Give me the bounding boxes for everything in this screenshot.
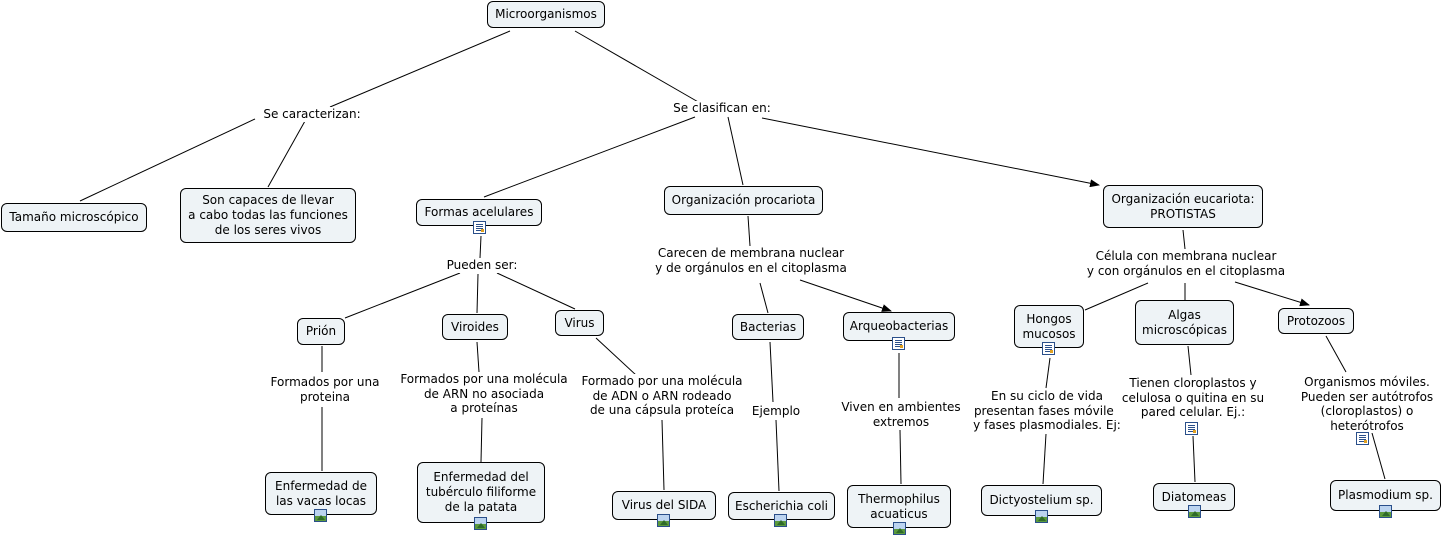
label-se-caracterizan: Se caracterizan:	[258, 107, 366, 122]
line-adn-sida	[661, 419, 665, 491]
line-hongos-ciclo	[1045, 357, 1051, 389]
line-celula-hongos	[1084, 282, 1149, 311]
line-carecen-arqueo	[799, 279, 892, 312]
hongos-document-icon[interactable]	[1042, 342, 1055, 355]
node-arqueobacterias[interactable]: Arqueobacterias	[843, 312, 955, 341]
line-protozoos-moviles	[1325, 335, 1347, 373]
label-organismos-moviles: Organismos móviles. Pueden ser autótrofo…	[1290, 375, 1444, 433]
label-viven-extremos: Viven en ambientes extremos	[834, 400, 968, 429]
node-viroides[interactable]: Viroides	[442, 314, 508, 340]
line-pueden-viroides	[476, 273, 479, 314]
line-clorop-diatomeas	[1192, 435, 1196, 483]
line-pueden-virus	[496, 272, 576, 310]
line-ejemplo-ecoli	[775, 419, 780, 492]
line-caracterizan-funciones	[267, 120, 306, 188]
label-celula-membrana: Célula con membrana nuclear y con orgánu…	[1080, 249, 1292, 278]
tuberculo-image-icon[interactable]	[474, 517, 487, 530]
line-root-clasifican	[574, 30, 701, 104]
line-caracterizan-tamano	[79, 118, 256, 202]
label-cloroplastos: Tienen cloroplastos y celulosa o quitina…	[1114, 376, 1272, 420]
vacas-locas-image-icon[interactable]	[314, 509, 327, 522]
thermophilus-image-icon[interactable]	[893, 522, 906, 535]
node-organizacion-procariota[interactable]: Organización procariota	[664, 186, 823, 215]
line-bacterias-ejemplo	[769, 341, 774, 403]
label-formados-proteina: Formados por una proteina	[262, 375, 388, 404]
cloroplastos-document-icon[interactable]	[1185, 422, 1198, 435]
dictyostelium-image-icon[interactable]	[1035, 510, 1048, 523]
node-protozoos[interactable]: Protozoos	[1278, 308, 1354, 334]
node-enfermedad-tuberculo[interactable]: Enfermedad del tubérculo filiforme de la…	[417, 462, 545, 523]
node-funciones-seres-vivos[interactable]: Son capaces de llevar a cabo todas las f…	[180, 188, 356, 243]
line-pueden-prion	[344, 272, 461, 319]
line-virus-adn	[595, 337, 637, 376]
arqueobacterias-document-icon[interactable]	[892, 337, 905, 350]
line-arn-tuberculo	[480, 417, 483, 463]
line-eucariota-celula	[1182, 229, 1186, 250]
label-pueden-ser: Pueden ser:	[440, 258, 524, 273]
line-carecen-bacterias	[759, 282, 769, 314]
label-carecen-membrana: Carecen de membrana nuclear y de orgánul…	[648, 246, 854, 275]
node-bacterias[interactable]: Bacterias	[732, 314, 804, 340]
ecoli-image-icon[interactable]	[774, 514, 787, 527]
line-clasifican-procariota	[727, 116, 744, 186]
line-moviles-plasmodium	[1371, 432, 1386, 480]
label-ejemplo: Ejemplo	[744, 404, 808, 419]
diatomeas-image-icon[interactable]	[1188, 505, 1201, 518]
node-prion[interactable]: Prión	[297, 318, 345, 345]
sida-image-icon[interactable]	[657, 514, 670, 527]
line-root-caracterizan	[329, 30, 511, 108]
line-viven-thermo	[899, 429, 902, 485]
node-microorganismos[interactable]: Microorganismos	[487, 1, 605, 28]
line-ciclo-dicty	[1042, 433, 1047, 485]
line-clasifican-eucariota	[761, 117, 1100, 188]
node-hongos-mucosos[interactable]: Hongos mucosos	[1014, 305, 1084, 348]
label-formado-adn: Formado por una molécula de ADN o ARN ro…	[574, 374, 750, 418]
acelulares-document-icon[interactable]	[473, 221, 486, 234]
line-celula-protozoos	[1234, 281, 1310, 307]
protozoos-document-icon[interactable]	[1356, 432, 1369, 445]
node-tamano-microscopico[interactable]: Tamaño microscópico	[1, 203, 147, 232]
label-ciclo-vida: En su ciclo de vida presentan fases móvi…	[966, 389, 1128, 433]
line-algas-clorop	[1187, 345, 1192, 376]
node-enfermedad-vacas-locas[interactable]: Enfermedad de las vacas locas	[265, 472, 377, 515]
plasmodium-image-icon[interactable]	[1379, 505, 1392, 518]
label-se-clasifican: Se clasifican en:	[666, 101, 778, 116]
line-clasifican-acelulares	[483, 116, 696, 198]
line-procariota-carecen	[747, 215, 751, 247]
node-algas-microscopicas[interactable]: Algas microscópicas	[1135, 300, 1234, 345]
label-formados-arn: Formados por una molécula de ARN no asoc…	[394, 372, 574, 416]
line-acelulares-pueden	[479, 235, 482, 259]
node-organizacion-eucariota[interactable]: Organización eucariota: PROTISTAS	[1103, 185, 1263, 228]
node-virus[interactable]: Virus	[555, 310, 604, 336]
line-viroides-arn	[476, 341, 480, 373]
